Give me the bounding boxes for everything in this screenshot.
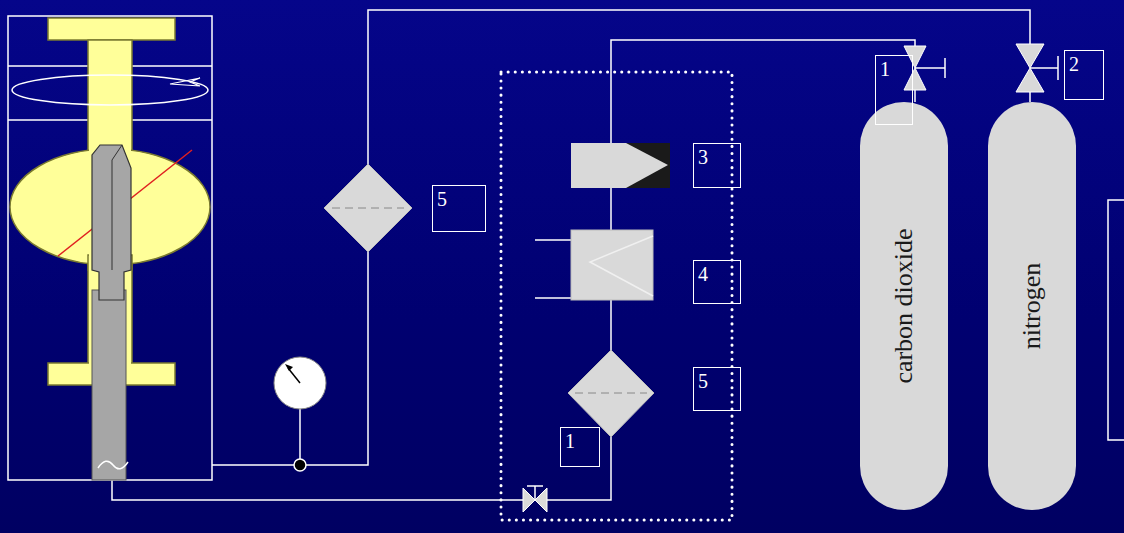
rod (92, 290, 126, 480)
gauge-line (299, 409, 301, 465)
callout-number: 2 (1065, 51, 1103, 74)
callout-number: 1 (561, 428, 599, 451)
callout-box: 4 (693, 260, 741, 304)
callout-box: 1 (560, 427, 600, 467)
callout-number: 5 (694, 368, 740, 391)
vessel-frame (8, 16, 212, 480)
filter-symbol (324, 164, 654, 437)
gas-cylinder: nitrogen (988, 102, 1076, 510)
partial-box (1108, 200, 1124, 440)
heat-exchanger (571, 230, 653, 300)
stirrer-tip (92, 145, 131, 300)
callout-box: 2 (1064, 50, 1104, 100)
pump-symbol (571, 143, 670, 188)
pressure-gauge (274, 357, 326, 409)
nitrogen-line (212, 252, 368, 465)
callout-number: 4 (694, 261, 740, 284)
cylinder-label: nitrogen (1017, 263, 1047, 350)
cylinder-label: carbon dioxide (889, 228, 919, 383)
co2-line (112, 480, 523, 500)
callout-box: 1 (875, 55, 913, 125)
co2-line (547, 437, 611, 500)
gas-cylinder: carbon dioxide (860, 102, 948, 510)
callout-box: 5 (432, 185, 486, 232)
callout-box: 5 (693, 367, 741, 411)
callout-box: 3 (693, 143, 741, 188)
stir-symbol (12, 75, 208, 105)
dotted-group (501, 72, 732, 520)
callout-number: 5 (433, 186, 485, 209)
callout-number: 1 (876, 56, 912, 79)
valve-symbol (523, 44, 1044, 512)
callout-number: 3 (694, 144, 740, 167)
